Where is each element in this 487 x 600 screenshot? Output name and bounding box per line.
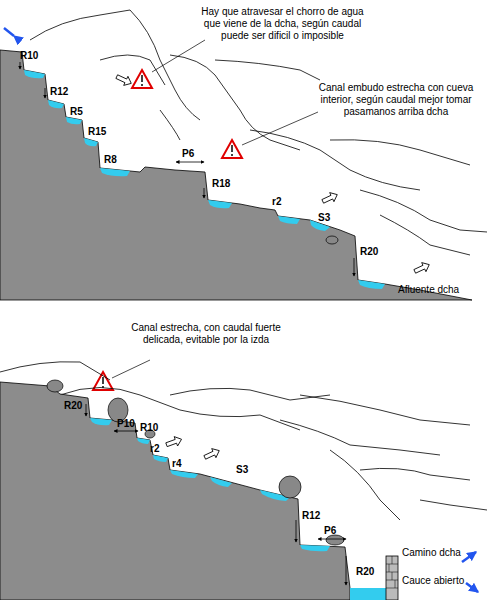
canyon-bed [0,382,350,600]
warning-note: Canal embudo estrecha con cueva interior… [312,82,480,118]
warning-note: Canal estrecha, con caudal fuerte delica… [122,322,290,346]
obstacle-label: R20 [64,400,82,412]
obstacle-label: R20 [356,566,374,578]
warning-note: Hay que atravesar el chorro de agua que … [195,6,370,42]
obstacle-label: R5 [70,106,83,118]
obstacle-label: R18 [212,178,230,190]
obstacle-label: r2 [272,196,281,208]
place-label: Cauce abierto [402,575,464,587]
obstacle-label: R10 [140,422,158,434]
obstacle-label: R12 [50,86,68,98]
obstacle-label: R10 [20,50,38,62]
obstacle-label: S3 [318,212,330,224]
obstacle-label: r4 [172,458,181,470]
obstacle-label: R8 [104,154,117,166]
obstacle-label: P6 [182,148,194,160]
place-label: Camino dcha [402,547,461,559]
obstacle-label: P10 [117,418,135,430]
obstacle-label: R12 [302,510,320,522]
obstacle-label: P6 [324,525,336,537]
obstacle-label: S3 [236,464,248,476]
place-label: Afluente dcha [398,284,459,296]
obstacle-label: R20 [360,246,378,258]
obstacle-label: r2 [150,443,159,455]
obstacle-label: R15 [88,126,106,138]
